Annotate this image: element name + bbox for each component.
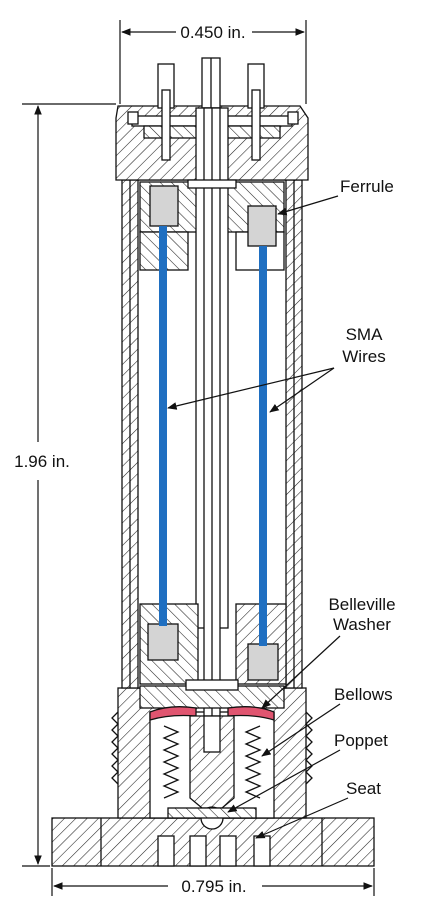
sma-wire-right xyxy=(259,246,267,646)
ferrule-upper-left xyxy=(149,185,179,227)
callout-belleville-line1: Belleville xyxy=(328,595,395,614)
leader-sma-right xyxy=(269,367,335,413)
callout-belleville-line2: Washer xyxy=(333,615,391,634)
callout-bellows: Bellows xyxy=(334,685,393,704)
callout-poppet: Poppet xyxy=(334,731,388,750)
sma-wire-left xyxy=(159,226,167,626)
dim-height-label: 1.96 in. xyxy=(14,452,70,471)
bellows xyxy=(162,725,262,799)
dim-top-width-label: 0.450 in. xyxy=(180,23,245,42)
callout-ferrule: Ferrule xyxy=(340,177,394,196)
callout-seat: Seat xyxy=(346,779,381,798)
leader-seat xyxy=(255,797,349,839)
dim-bottom-width-label: 0.795 in. xyxy=(181,877,246,896)
callout-sma-line1: SMA xyxy=(346,325,384,344)
leader-bellows xyxy=(261,703,341,757)
ferrule-upper-right xyxy=(247,205,277,247)
leader-ferrule xyxy=(277,195,339,216)
leader-poppet xyxy=(227,749,341,813)
leader-sma-left xyxy=(167,367,335,410)
callout-sma-line2: Wires xyxy=(342,347,385,366)
leader-belleville xyxy=(261,635,341,709)
seat xyxy=(167,807,257,819)
